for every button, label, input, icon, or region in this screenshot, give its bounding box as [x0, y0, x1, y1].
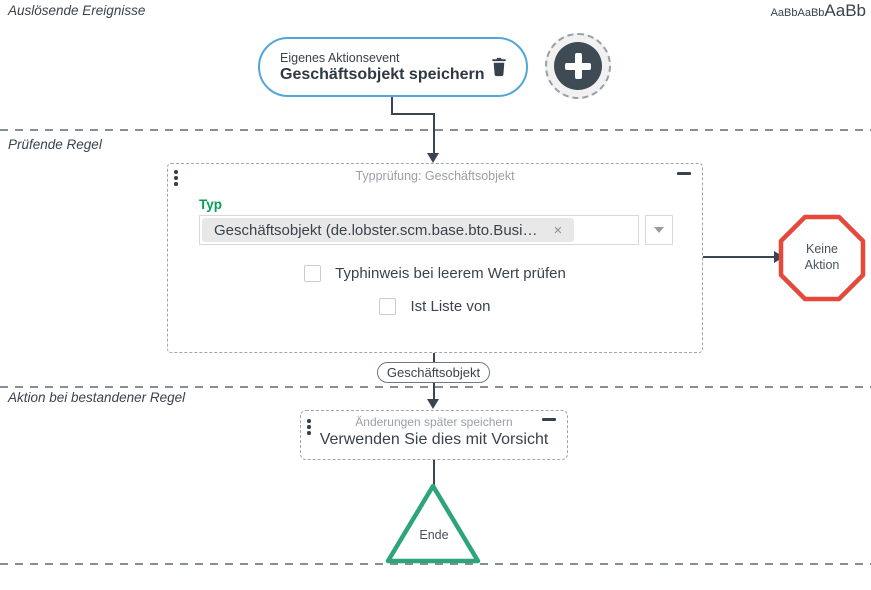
- no-action-label-line1: Keine: [806, 242, 838, 256]
- end-triangle-icon: [385, 483, 481, 564]
- no-action-node[interactable]: [777, 213, 867, 303]
- type-field-label: Typ: [199, 197, 222, 212]
- action-node-title: Änderungen später speichern: [355, 415, 513, 429]
- font-sample-small-1[interactable]: AaBb: [770, 7, 798, 19]
- checkbox-ist-liste-label: Ist Liste von: [410, 298, 491, 315]
- drag-handle-icon-2[interactable]: [307, 419, 311, 435]
- type-dropdown-button[interactable]: [645, 215, 673, 245]
- connector-event-rule-seg2: [391, 113, 435, 115]
- checkbox-row-ist-liste: Ist Liste von: [168, 298, 702, 315]
- end-node-label: Ende: [419, 528, 449, 542]
- event-node-texts: Eigenes Aktionsevent Geschäftsobjekt spe…: [280, 50, 485, 84]
- action-node[interactable]: Änderungen später speichern Verwenden Si…: [300, 410, 568, 460]
- type-select-field[interactable]: Geschäftsobjekt (de.lobster.scm.base.bto…: [199, 215, 639, 245]
- chevron-down-icon: [654, 227, 664, 233]
- no-action-label-line2: Aktion: [804, 258, 840, 273]
- connector-event-rule-seg3: [433, 113, 435, 154]
- type-value-chip: Geschäftsobjekt (de.lobster.scm.base.bto…: [202, 218, 575, 242]
- connector-rule-noaction: [703, 256, 776, 258]
- event-node-title: Geschäftsobjekt speichern: [280, 65, 485, 83]
- connector-action-end: [433, 460, 435, 487]
- action-node-body: Verwenden Sie dies mit Vorsicht: [319, 431, 549, 448]
- event-node-subtitle: Eigenes Aktionsevent: [280, 50, 400, 65]
- collapse-rule-button[interactable]: [677, 170, 691, 177]
- no-action-label: Keine Aktion: [777, 241, 867, 274]
- section-divider-1: [0, 129, 871, 131]
- trash-icon[interactable]: [488, 55, 510, 79]
- type-value-text: Geschäftsobjekt (de.lobster.scm.base.bto…: [214, 221, 538, 239]
- rule-node: Typprüfung: Geschäftsobjekt Typ Geschäft…: [167, 163, 703, 353]
- trash-icon-glyph: [492, 57, 506, 77]
- checkbox-typhinweis-label: Typhinweis bei leerem Wert prüfen: [335, 265, 566, 282]
- event-node[interactable]: Eigenes Aktionsevent Geschäftsobjekt spe…: [258, 37, 528, 97]
- rule-node-title: Typprüfung: Geschäftsobjekt: [355, 169, 515, 183]
- collapse-action-button[interactable]: [542, 416, 556, 423]
- section-label-rule: Prüfende Regel: [8, 137, 102, 152]
- add-event-button[interactable]: [545, 33, 611, 99]
- chip-remove-icon[interactable]: ×: [553, 221, 563, 239]
- plus-icon: [554, 42, 602, 90]
- arrowhead-down-icon: [427, 153, 439, 163]
- type-select-row: Geschäftsobjekt (de.lobster.scm.base.bto…: [199, 215, 673, 245]
- minus-icon-2: [542, 418, 556, 421]
- section-divider-3: [0, 563, 871, 565]
- section-label-action: Aktion bei bestandener Regel: [8, 390, 186, 405]
- font-sample-large[interactable]: AaBb: [824, 1, 866, 20]
- end-node[interactable]: [384, 479, 484, 567]
- connector-event-rule-seg1: [391, 97, 393, 115]
- arrowhead-down-icon-2: [427, 399, 439, 409]
- connector-object-label[interactable]: Geschäftsobjekt: [377, 362, 490, 383]
- section-divider-2: [0, 386, 871, 388]
- stop-octagon-icon: [778, 214, 866, 302]
- font-sample-small-2[interactable]: AaBb: [797, 7, 825, 19]
- checkbox-ist-liste[interactable]: [379, 298, 397, 315]
- checkbox-typhinweis[interactable]: [304, 265, 322, 282]
- section-label-events: Auslösende Ereignisse: [8, 3, 146, 18]
- plus-icon-bar-v: [574, 53, 582, 79]
- checkbox-row-typhinweis: Typhinweis bei leerem Wert prüfen: [168, 265, 702, 282]
- drag-handle-icon[interactable]: [174, 170, 178, 186]
- minus-icon: [677, 172, 691, 175]
